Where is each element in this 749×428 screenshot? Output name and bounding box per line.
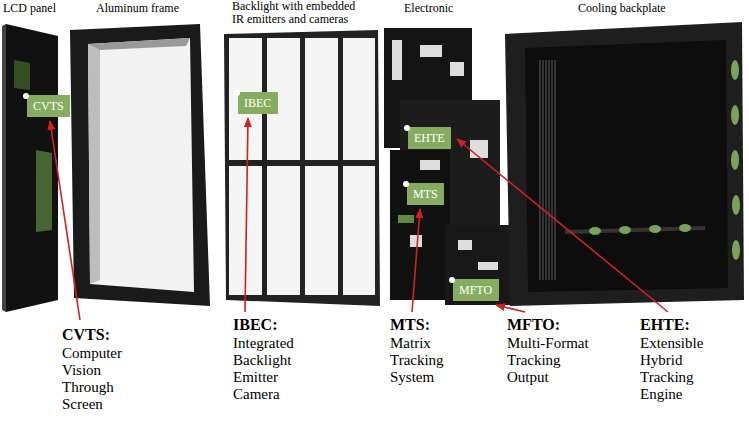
acronym-expansion: Integrated Backlight Emitter Camera	[233, 335, 294, 403]
fan	[679, 224, 691, 232]
module-tag: MFTO	[453, 279, 499, 301]
board-cutout	[420, 45, 442, 57]
fan	[731, 105, 739, 125]
cooling-backplate	[505, 22, 744, 306]
acronym-expansion: Extensible Hybrid Tracking Engine	[640, 335, 703, 403]
fan	[732, 240, 740, 260]
backlight-tile	[343, 38, 375, 160]
module-tag: IBEC	[238, 92, 278, 114]
leader-line	[245, 118, 248, 312]
frame-opening	[88, 38, 194, 292]
module-tag: EHTE	[408, 127, 451, 149]
acronym-heading: MFTO:	[507, 316, 560, 334]
board-cutout	[458, 240, 472, 250]
acronym-heading: IBEC:	[233, 316, 277, 334]
board-cutout	[478, 262, 498, 270]
board-cutout	[410, 235, 422, 247]
frame-outer	[70, 24, 210, 306]
frame-inner-wall	[88, 38, 190, 50]
backplate-inner	[525, 40, 728, 292]
panel-face	[6, 24, 58, 312]
module-acronym: MFTO	[459, 283, 493, 297]
aluminum-frame	[70, 24, 210, 306]
fan	[732, 195, 740, 215]
fan	[619, 226, 631, 234]
acronym-heading: MTS:	[390, 316, 430, 334]
acronym-expansion: Multi-Format Tracking Output	[507, 335, 599, 386]
part-name: Electronic	[404, 2, 453, 15]
part-name: Backlight with embedded IR emitters and …	[232, 0, 362, 26]
module-tag: MTS	[407, 183, 444, 205]
fan	[731, 60, 739, 80]
backlight-tile	[267, 166, 300, 295]
fan	[731, 150, 739, 170]
module-acronym: CVTS	[33, 99, 64, 113]
part-name: Aluminum frame	[96, 2, 179, 15]
acronym-expansion: Matrix Tracking System	[390, 335, 444, 386]
fan	[649, 225, 661, 233]
part-name: LCD panel	[3, 2, 56, 15]
module-acronym: EHTE	[414, 131, 445, 145]
fan	[589, 227, 601, 235]
acronym-heading: EHTE:	[640, 316, 690, 334]
screen-graphic	[14, 60, 30, 90]
leader-line	[457, 139, 668, 312]
board-cutout	[420, 160, 440, 170]
acronym-expansion: Computer Vision Through Screen	[62, 345, 122, 413]
vent-grille	[540, 60, 555, 280]
board	[445, 225, 510, 305]
lcd-panel	[2, 24, 58, 312]
module-acronym: MTS	[413, 187, 438, 201]
acronym-heading: CVTS:	[62, 326, 110, 344]
screen-graphic	[36, 150, 52, 232]
module-acronym: IBEC	[244, 96, 272, 110]
board-cutout	[392, 40, 402, 80]
board-cutout	[450, 62, 464, 76]
board-component	[398, 215, 414, 223]
leader-lines	[50, 118, 668, 320]
board-cutout	[470, 140, 488, 158]
board	[390, 150, 450, 300]
frame-inner-wall	[88, 44, 100, 284]
backlight-tile	[305, 166, 338, 295]
part-name: Cooling backplate	[578, 2, 666, 15]
panel-edge	[2, 24, 6, 312]
backlight-tile	[305, 38, 338, 160]
module-tag: CVTS	[27, 95, 70, 117]
leader-line	[50, 121, 80, 320]
leader-line	[412, 209, 420, 312]
backlight-tile	[343, 166, 375, 295]
leader-line	[496, 305, 525, 312]
backplate-outer	[505, 22, 744, 306]
